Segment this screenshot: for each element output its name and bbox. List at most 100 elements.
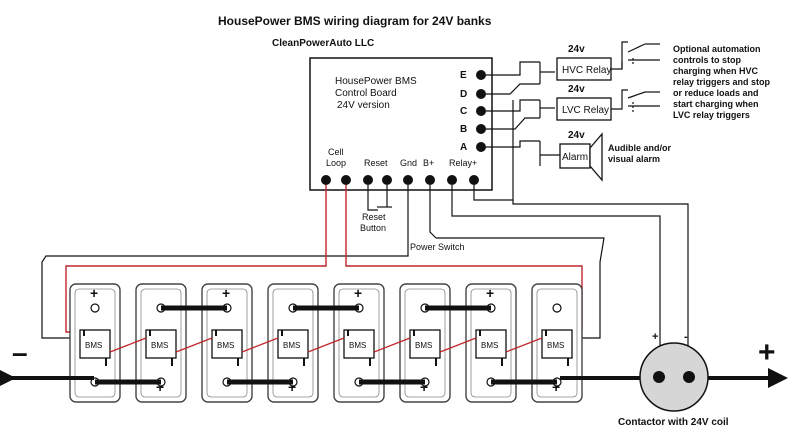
diagram-title: HousePower BMS wiring diagram for 24V ba… <box>218 14 492 28</box>
battery-bank: +BMS+BMS+BMS+BMS+BMS+BMS+BMS+BMS <box>69 283 583 403</box>
bms-link-wire <box>439 337 477 353</box>
board-subtitle: Control Board <box>335 88 397 99</box>
cell-loop-terminal-2 <box>341 175 351 185</box>
contactor-post-right <box>683 371 695 383</box>
automation-note-line-6: start charging when <box>673 99 759 109</box>
relay-contacts <box>611 41 660 112</box>
hvc-voltage-label: 24v <box>568 44 585 55</box>
reset-terminal-2 <box>382 175 392 185</box>
bms-module-label: BMS <box>547 341 564 350</box>
board-version: 24V version <box>337 100 390 111</box>
bms-module-label: BMS <box>349 341 366 350</box>
lvc-voltage-label: 24v <box>568 84 585 95</box>
board-name: HousePower BMS <box>335 76 417 87</box>
reset-terminal-1 <box>363 175 373 185</box>
battery-cell-1: + BMS <box>69 283 121 403</box>
terminal-label-c: C <box>460 106 467 117</box>
cell-inner-outline <box>470 288 512 398</box>
battery-cell-2: + BMS <box>135 283 187 403</box>
battery-cell-7: +BMS <box>465 283 517 403</box>
automation-note-line-7: LVC relay triggers <box>673 110 750 120</box>
bms-link-wire <box>175 337 213 353</box>
reset-label: Reset <box>364 158 388 168</box>
lvc-relay-label: LVC Relay <box>562 105 609 116</box>
automation-note-line-4: relay triggers and stop <box>673 77 771 87</box>
bank-minus-sign: – <box>12 337 28 368</box>
terminal-a <box>476 142 486 152</box>
relay-minus-terminal <box>469 175 479 185</box>
bms-module-label: BMS <box>85 341 102 350</box>
bank-plus-sign: + <box>758 336 776 369</box>
bms-link-wire <box>505 337 543 353</box>
relay-plus-terminal <box>447 175 457 185</box>
terminal-b <box>476 124 486 134</box>
gnd-terminal <box>403 175 413 185</box>
terminal-e <box>476 70 486 80</box>
cell-inner-outline <box>206 288 248 398</box>
bplus-label: B+ <box>423 158 434 168</box>
contactor-label: Contactor with 24V coil <box>618 417 729 428</box>
bms-link-wire <box>241 337 279 353</box>
contactor-coil-wiring <box>436 185 689 352</box>
cell-plus-sign: + <box>90 285 98 301</box>
automation-note-line-5: or reduce loads and <box>673 88 759 98</box>
right-terminals: E D C B A <box>460 70 486 153</box>
reset-button <box>367 185 392 211</box>
lvc-relay: 24v LVC Relay <box>556 84 612 121</box>
power-switch-label: Power Switch <box>410 242 465 252</box>
terminal-c <box>476 106 486 116</box>
reset-button-label-2: Button <box>360 223 386 233</box>
automation-note-line-3: charging when HVC <box>673 66 759 76</box>
battery-cell-5: + BMS <box>333 283 385 403</box>
cell-inner-outline <box>338 288 380 398</box>
cell-terminal-positive <box>90 303 100 313</box>
contactor-minus-label: - <box>684 331 688 343</box>
alarm: 24v Alarm <box>559 130 603 182</box>
battery-cell-4: + BMS <box>267 283 319 403</box>
bms-module-label: BMS <box>481 341 498 350</box>
cell-plus-sign: + <box>288 379 296 395</box>
cell-inner-outline <box>404 288 446 398</box>
relay-plus-label: Relay+ <box>449 158 477 168</box>
bplus-terminal <box>425 175 435 185</box>
alarm-label: Alarm <box>562 152 588 163</box>
bms-module-label: BMS <box>415 341 432 350</box>
bms-link-wire <box>307 337 345 353</box>
alarm-note-line-2: visual alarm <box>608 154 660 164</box>
cell-inner-outline <box>536 288 578 398</box>
cell-loop-terminal-1 <box>321 175 331 185</box>
cell-terminal-negative <box>552 303 562 313</box>
speaker-icon <box>589 132 603 182</box>
bms-module-label: BMS <box>283 341 300 350</box>
relay-wiring <box>473 61 560 201</box>
cell-inner-outline <box>272 288 314 398</box>
alarm-note: Audible and/or visual alarm <box>608 143 671 164</box>
bms-module-label: BMS <box>151 341 168 350</box>
contactor-post-left <box>653 371 665 383</box>
cell-inner-outline <box>74 288 116 398</box>
power-switch <box>41 185 437 339</box>
hvc-relay: 24v HVC Relay <box>556 44 612 81</box>
cell-plus-sign: + <box>552 379 560 395</box>
contactor: + - <box>639 331 709 412</box>
terminal-label-b: B <box>460 124 467 135</box>
company-name: CleanPowerAuto LLC <box>272 38 374 49</box>
automation-note-line-1: Optional automation <box>673 44 761 54</box>
automation-note-line-2: controls to stop <box>673 55 741 65</box>
terminal-label-e: E <box>460 70 467 81</box>
control-board: HousePower BMS Control Board 24V version… <box>309 57 493 191</box>
cell-loop-label-1: Cell <box>328 147 344 157</box>
cell-plus-sign: + <box>420 379 428 395</box>
hvc-relay-label: HVC Relay <box>562 65 611 76</box>
terminal-d <box>476 89 486 99</box>
reset-button-label-1: Reset <box>362 212 386 222</box>
automation-note: Optional automation controls to stop cha… <box>673 44 771 120</box>
bms-link-wire <box>373 337 411 353</box>
cell-plus-sign: + <box>354 285 362 301</box>
cell-plus-sign: + <box>222 285 230 301</box>
alarm-note-line-1: Audible and/or <box>608 143 671 153</box>
terminal-label-a: A <box>460 142 467 153</box>
battery-cell-3: +BMS <box>201 283 253 403</box>
cell-plus-sign: + <box>156 379 164 395</box>
